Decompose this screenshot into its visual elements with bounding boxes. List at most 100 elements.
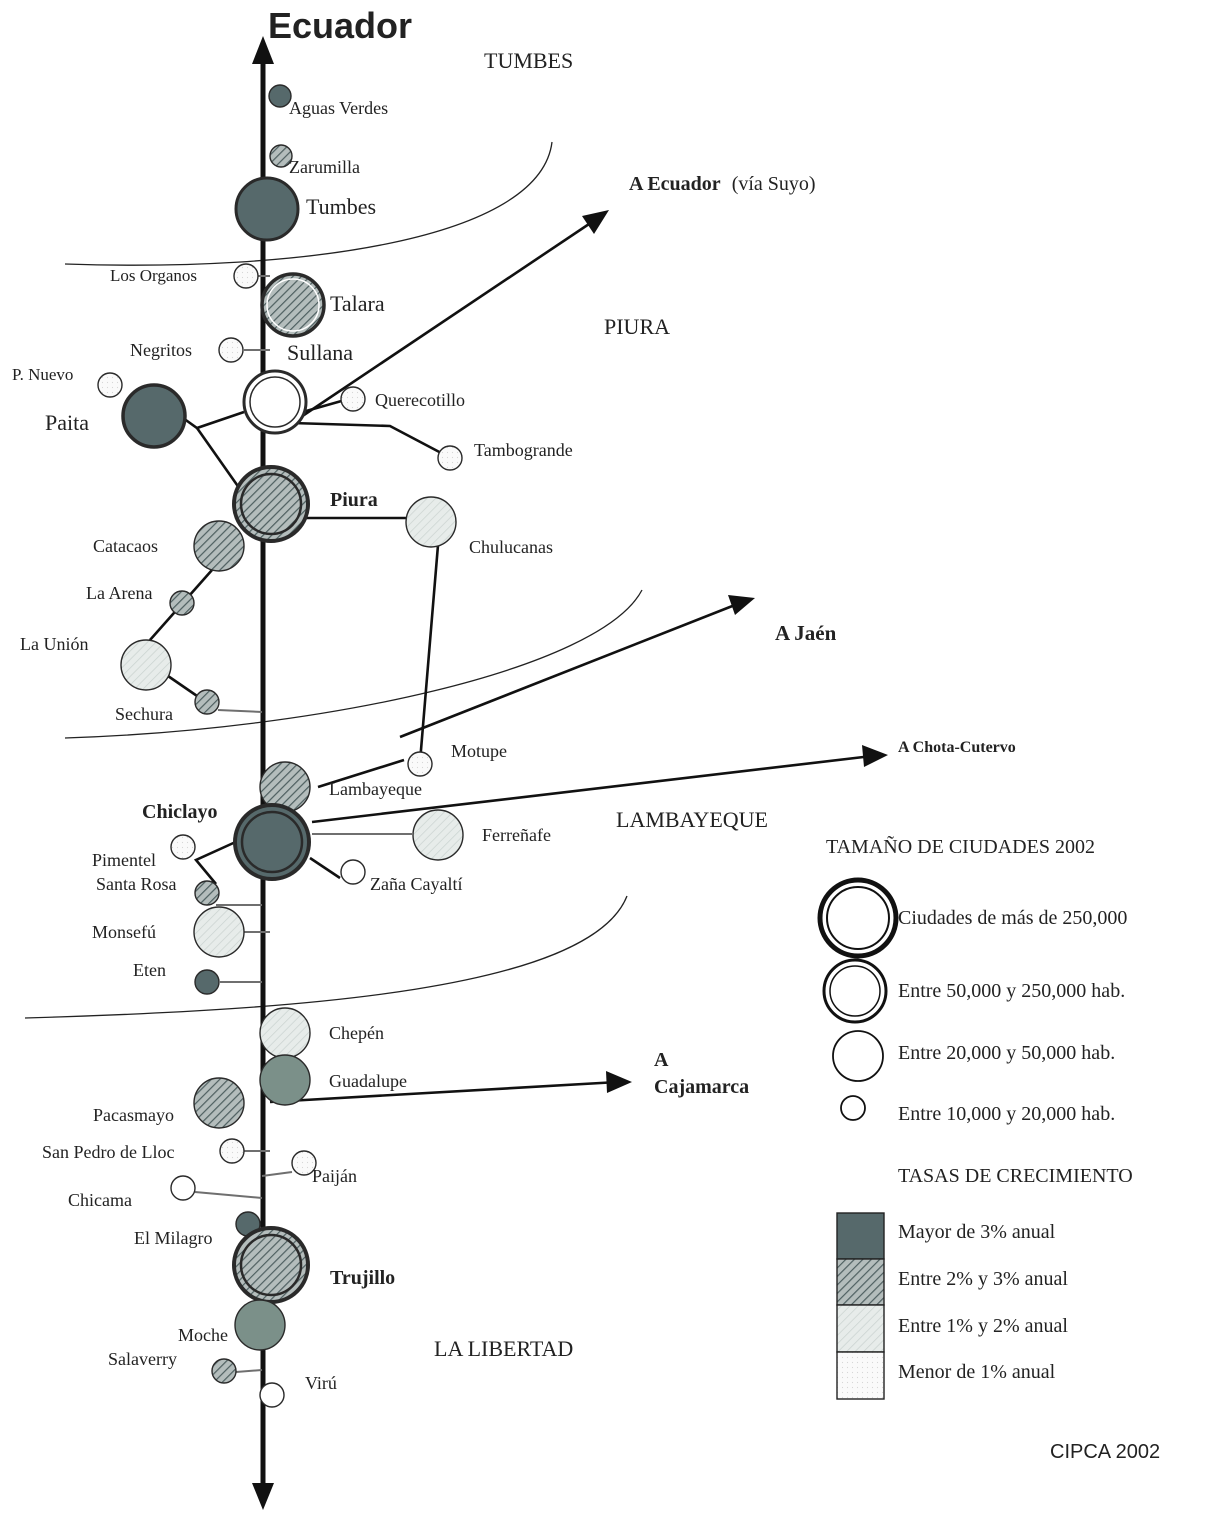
marker-chiclayo-ring (240, 810, 304, 874)
city-label-guadalupe: Guadalupe (329, 1071, 407, 1091)
marker-la-arena (169, 590, 195, 616)
legend-growth-1-label: Menor de 1% anual (898, 1361, 1056, 1383)
road-jaen (399, 601, 741, 739)
marker-chiclayo (233, 803, 311, 881)
destination-cajamarca-a: A (654, 1049, 669, 1071)
connector-paijan (261, 1171, 293, 1177)
road-union-sechura (167, 674, 201, 700)
destination-ecuador-suyo-main: A Ecuador (629, 173, 721, 195)
legend-growth-1-swatch (836, 1351, 885, 1400)
legend-size-10k-symbol (840, 1095, 866, 1121)
region-label-lambayeque: LAMBAYEQUE (616, 807, 768, 832)
credit: CIPCA 2002 (1050, 1441, 1160, 1463)
marker-tumbes (234, 176, 300, 242)
region-label-piura: PIURA (604, 314, 670, 339)
region-label-tumbes: TUMBES (484, 48, 573, 73)
legend-growth-3-label: Mayor de 3% anual (898, 1221, 1056, 1243)
marker-chicama (170, 1175, 196, 1201)
road-piura-chulucanas-motupe (300, 516, 440, 763)
marker-eten (194, 969, 220, 995)
arrowheads (582, 210, 888, 1093)
legend-size-250k-symbol (817, 877, 899, 959)
connector-salaverry (235, 1369, 263, 1373)
road-chota (311, 754, 873, 824)
marker-piura (232, 465, 310, 543)
marker-ferrenafe (412, 809, 464, 861)
city-label-trujillo: Trujillo (330, 1267, 395, 1289)
boundary-tumbes-piura (64, 141, 553, 266)
legend-growth-title: TASAS DE CRECIMIENTO (898, 1165, 1133, 1187)
legend-growth: TASAS DE CRECIMIENTO Mayor de 3% anual E… (836, 1165, 1133, 1400)
legend-size-250k-ring (826, 886, 890, 950)
marker-aguas-verdes (268, 84, 292, 108)
city-label-monsefu: Monsefú (92, 922, 156, 942)
city-label-moche: Moche (178, 1325, 228, 1345)
city-label-pimentel: Pimentel (92, 850, 156, 870)
region-label-la-libertad: LA LIBERTAD (434, 1336, 573, 1361)
marker-pimentel (170, 834, 196, 860)
marker-trujillo (232, 1226, 310, 1304)
region-boundaries (24, 141, 643, 1019)
city-label-los-organos: Los Organos (110, 266, 197, 285)
marker-san-pedro (219, 1138, 245, 1164)
legend-growth-1-2-label: Entre 1% y 2% anual (898, 1315, 1068, 1337)
marker-chulucanas (405, 496, 457, 548)
legend-growth-3-swatch (836, 1212, 885, 1260)
city-label-chulucanas: Chulucanas (469, 537, 553, 557)
arrowhead-jaen (728, 595, 755, 615)
city-label-catacaos: Catacaos (93, 536, 158, 556)
marker-moche (234, 1299, 286, 1351)
north-arrowhead (252, 36, 274, 64)
marker-trujillo-ring (239, 1233, 303, 1297)
city-label-chiclayo: Chiclayo (142, 801, 218, 823)
city-label-eten: Eten (133, 960, 166, 980)
marker-p-nuevo (97, 372, 123, 398)
legend-growth-1-2-swatch (836, 1304, 885, 1353)
city-label-chicama: Chicama (68, 1190, 132, 1210)
marker-negritos (218, 337, 244, 363)
city-label-sullana: Sullana (287, 340, 353, 365)
road-pimentel (193, 838, 241, 885)
legend-growth-2-3-label: Entre 2% y 3% anual (898, 1268, 1068, 1290)
marker-pacasmayo (193, 1077, 245, 1129)
destination-cajamarca: Cajamarca (654, 1076, 749, 1098)
city-label-tambogrande: Tambogrande (474, 440, 573, 460)
destination-chota: A Chota-Cutervo (898, 739, 1016, 756)
city-label-pacasmayo: Pacasmayo (93, 1105, 174, 1125)
legend-size-20k-label: Entre 20,000 y 50,000 hab. (898, 1042, 1115, 1064)
road-cajamarca (269, 1080, 619, 1104)
connector-chicama (194, 1191, 263, 1199)
road-lambayeque (317, 758, 405, 789)
city-markers (97, 84, 464, 1408)
destination-ecuador-suyo: A Ecuador (vía Suyo) (629, 173, 816, 195)
legend-size-250k-label: Ciudades de más de 250,000 (898, 907, 1127, 929)
legend-growth-2-3-swatch (836, 1258, 885, 1306)
legend-size-50k-ring (829, 965, 881, 1017)
road-ecuador-suyo (291, 218, 596, 425)
city-labels: Aguas Verdes Zarumilla Tumbes Los Organo… (12, 98, 573, 1393)
destination-ecuador-suyo-via: (vía Suyo) (732, 173, 816, 195)
marker-motupe (407, 751, 433, 777)
marker-viru (259, 1382, 285, 1408)
marker-monsefu (193, 906, 245, 958)
city-label-zarumilla: Zarumilla (289, 157, 360, 177)
city-label-negritos: Negritos (130, 340, 192, 360)
map-title: Ecuador (268, 5, 412, 46)
marker-la-union (120, 639, 172, 691)
city-label-aguas-verdes: Aguas Verdes (289, 98, 388, 118)
arrowhead-cajamarca (606, 1071, 632, 1093)
marker-sechura (194, 689, 220, 715)
road-sullana-tambogrande (291, 421, 446, 457)
marker-paijan (291, 1150, 317, 1176)
boundary-piura-lambayeque (64, 589, 643, 739)
city-label-la-arena: La Arena (86, 583, 152, 603)
marker-querecotillo (340, 386, 366, 412)
side-connectors (194, 275, 412, 1373)
marker-guadalupe (259, 1054, 311, 1106)
arrowhead-ecuador-suyo (582, 210, 609, 234)
city-label-la-union: La Unión (20, 634, 88, 654)
boundary-lambayeque-lalibertad (24, 895, 628, 1019)
marker-talara (260, 272, 326, 338)
